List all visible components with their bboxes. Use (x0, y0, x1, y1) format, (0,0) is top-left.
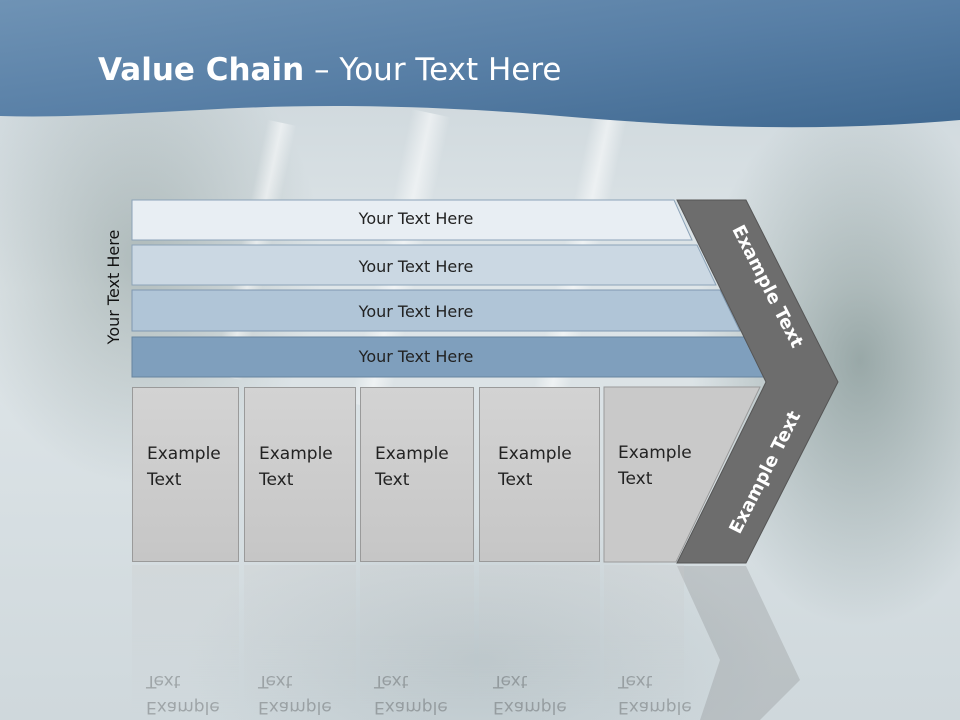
column-4-line1: Example (498, 444, 572, 464)
column-1-line2: Text (147, 470, 182, 490)
column-5: Example Text (618, 440, 692, 492)
tier-bar-1 (131, 199, 693, 241)
column-5-line2: Text (618, 469, 653, 489)
column-1-line1: Example (147, 444, 221, 464)
column-2-line2: Text (259, 470, 294, 490)
chevron-reflection (677, 566, 800, 720)
column-3-line2: Text (375, 470, 410, 490)
column-3: Example Text (360, 387, 474, 562)
column-4: Example Text (479, 387, 600, 562)
page-title: Value Chain – Your Text Here (98, 52, 562, 88)
column-4-line2: Text (498, 470, 533, 490)
tier-label-2: Your Text Here (358, 257, 474, 276)
column-1: Example Text (132, 387, 239, 562)
column-3-line1: Example (375, 444, 449, 464)
column-2-line1: Example (259, 444, 333, 464)
tier-bar-2 (131, 244, 717, 286)
column-5-shape (603, 386, 761, 563)
header-band (0, 0, 960, 128)
tier-bar-3 (131, 289, 741, 332)
tier-label-3: Your Text Here (358, 302, 474, 321)
column-5-line1: Example (618, 443, 692, 463)
chevron-shape (676, 199, 839, 564)
column-2: Example Text (244, 387, 356, 562)
tier-label-1: Your Text Here (358, 209, 474, 228)
tier-label-4: Your Text Here (358, 347, 474, 366)
